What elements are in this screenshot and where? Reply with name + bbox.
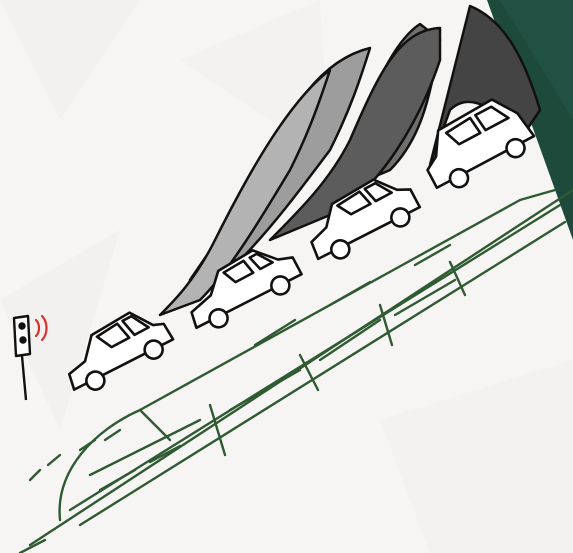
illustration-canvas	[0, 0, 573, 553]
illustration-svg	[0, 0, 573, 553]
